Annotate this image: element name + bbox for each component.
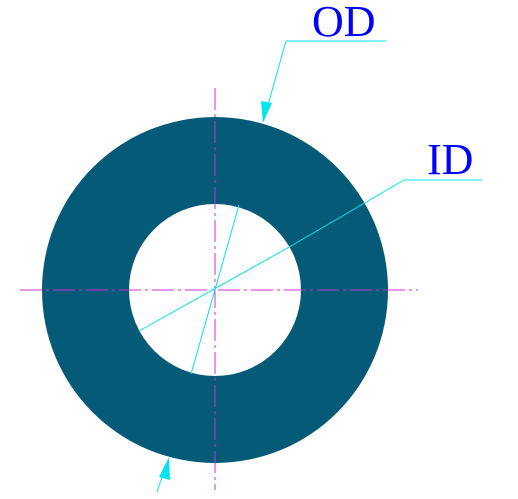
id-leader-line	[290, 179, 405, 247]
id-label: ID	[427, 135, 473, 184]
id-second-diameter-line	[190, 204, 240, 375]
od-bottom-arrowhead	[159, 457, 170, 480]
od-label: OD	[312, 0, 376, 46]
od-leader-line	[265, 40, 287, 113]
id-dimension	[138, 179, 482, 375]
od-top-arrowhead	[261, 101, 272, 123]
